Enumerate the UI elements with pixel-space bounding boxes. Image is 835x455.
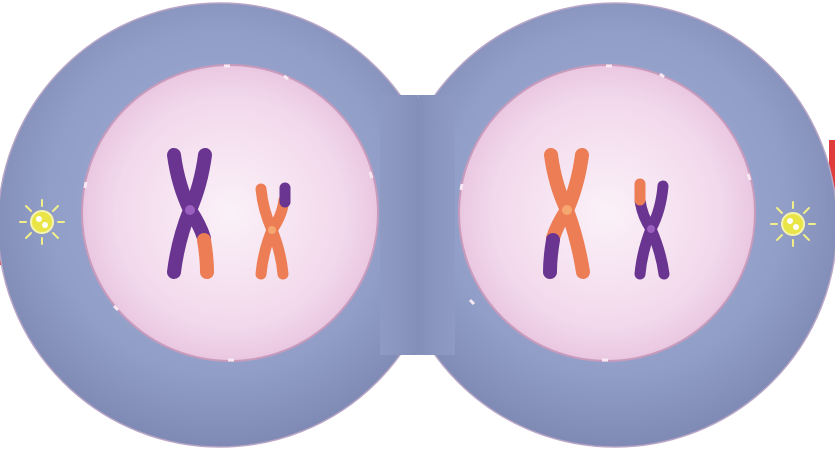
cleavage-neck-shade <box>380 95 455 355</box>
chromosome-small-left <box>255 182 291 280</box>
centrosome-icon <box>19 199 65 245</box>
nucleus-right <box>458 64 756 362</box>
nuclear-pores-right <box>459 64 752 362</box>
centrosome-icon <box>770 201 816 247</box>
chromosome-large-left <box>167 148 214 279</box>
nucleus-left <box>81 64 379 362</box>
chromosome-small-right <box>634 178 670 280</box>
nuclear-pores-left <box>83 64 374 362</box>
chromosome-large-right <box>543 148 590 279</box>
cleavage-furrow-bottom <box>395 352 440 455</box>
cleavage-furrow-top <box>395 0 440 100</box>
